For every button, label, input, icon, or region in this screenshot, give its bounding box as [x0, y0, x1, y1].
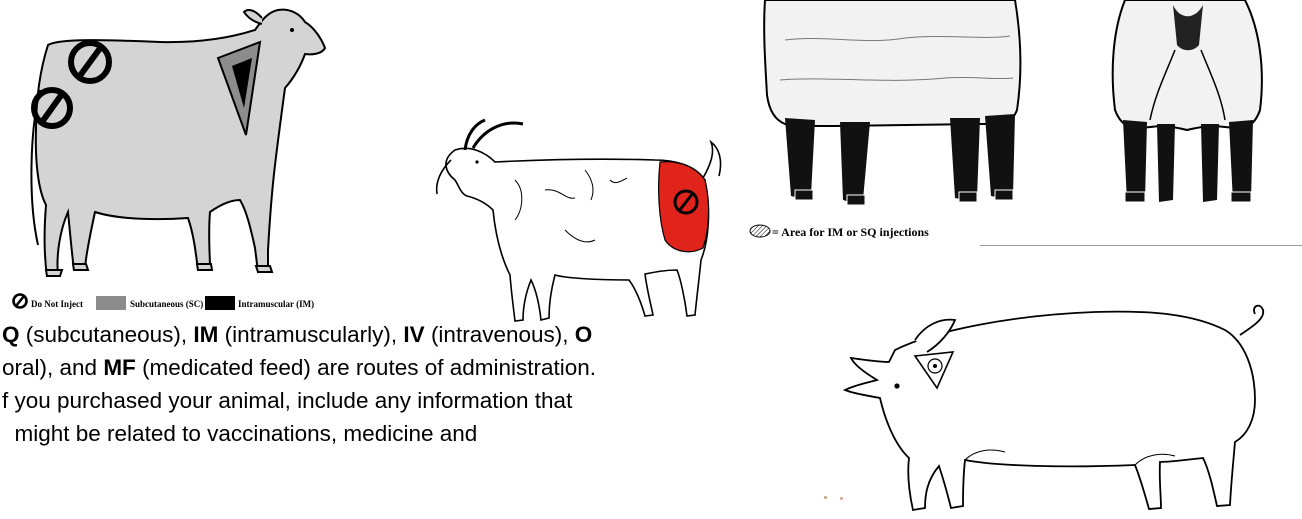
paragraph-line: Q (subcutaneous), IM (intramuscularly), … [2, 318, 832, 351]
sheep-body [764, 0, 1020, 126]
legend-do-not-inject-label: Do Not Inject [31, 299, 83, 309]
sheep-rear-illustration [1095, 0, 1280, 210]
decor-dot [840, 497, 843, 500]
cattle-eye [290, 28, 294, 32]
legend-intramuscular-label: Intramuscular (IM) [238, 299, 314, 309]
sheep-leg [950, 118, 980, 200]
paragraph-text: (subcutaneous), [20, 322, 194, 347]
pig-illustration [815, 270, 1295, 519]
paragraph-text: oral), and [2, 355, 103, 380]
sheep-leg [1157, 124, 1175, 202]
sheep-legend-label: = Area for IM or SQ injections [772, 225, 929, 240]
paragraph-line: f you purchased your animal, include any… [2, 384, 832, 417]
paragraph-text: (medicated feed) are routes of administr… [136, 355, 596, 380]
route-abbreviation: Q [2, 322, 20, 347]
sheep-leg [1123, 120, 1147, 202]
decor-dot [824, 496, 827, 499]
paragraph-text: might be related to vaccinations, medici… [2, 421, 477, 446]
sheep-leg [1229, 120, 1253, 202]
pig-body [845, 312, 1255, 510]
cattle-legend: Do Not Inject Subcutaneous (SC) Intramus… [0, 288, 345, 314]
sheep-leg [985, 114, 1015, 198]
route-abbreviation: IV [403, 322, 424, 347]
routes-paragraph: Q (subcutaneous), IM (intramuscularly), … [2, 318, 832, 450]
pig-tail [1240, 306, 1263, 335]
route-abbreviation: IM [193, 322, 218, 347]
sheep-leg [785, 118, 815, 198]
goat-horn [473, 123, 523, 148]
do-not-inject-icon [10, 292, 30, 310]
legend-subcutaneous-label: Subcutaneous (SC) [130, 299, 203, 309]
sheep-side-illustration [745, 0, 1045, 210]
paragraph-text: f you purchased your animal, include any… [2, 388, 572, 413]
route-abbreviation: O [575, 322, 593, 347]
paragraph-line: oral), and MF (medicated feed) are route… [2, 351, 832, 384]
goat-illustration [415, 90, 745, 335]
paragraph-line: might be related to vaccinations, medici… [2, 417, 832, 450]
sheep-divider [980, 245, 1302, 246]
hatched-area-icon [748, 223, 772, 239]
pig-eye [894, 383, 899, 388]
paragraph-text: (intravenous), [425, 322, 575, 347]
route-abbreviation: MF [103, 355, 136, 380]
legend-intramuscular-swatch [205, 296, 235, 310]
legend-subcutaneous-swatch [96, 296, 126, 310]
cattle-illustration [0, 0, 345, 300]
sheep-leg [1201, 124, 1219, 202]
paragraph-text: (intramuscularly), [218, 322, 403, 347]
sheep-leg [840, 122, 870, 202]
cattle-ear [244, 10, 262, 24]
goat-tail [703, 142, 721, 178]
